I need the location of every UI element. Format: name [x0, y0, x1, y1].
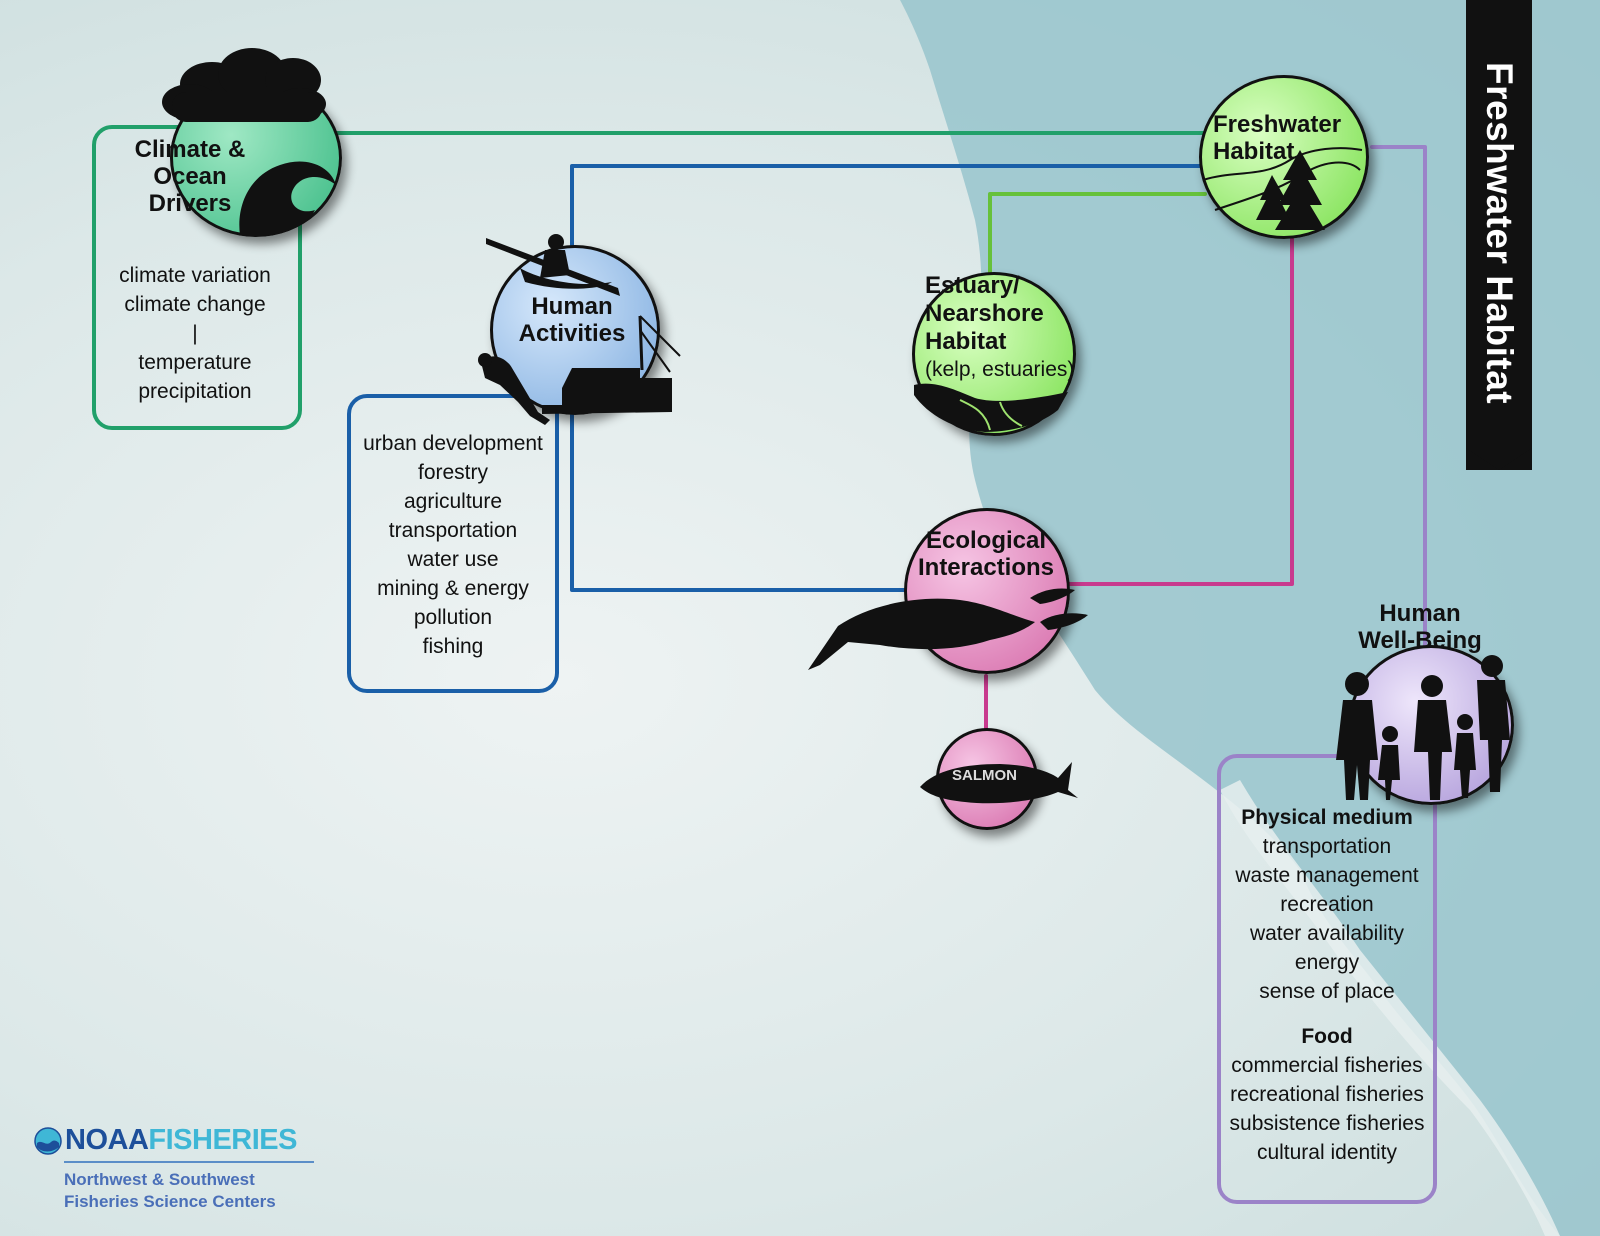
link-estuary-freshwater [988, 192, 1207, 277]
list-item: climate variation [119, 264, 271, 287]
climate-title-line2: Ocean Drivers [148, 162, 232, 217]
list-item: water availability [1249, 922, 1405, 945]
climate-list: climate variation climate change | tempe… [100, 261, 290, 406]
list-item: | [192, 322, 198, 345]
noaa-emblem-icon [34, 1126, 62, 1155]
logo-name-part2: FISHERIES [148, 1124, 297, 1156]
list-item: pollution [413, 606, 493, 629]
wellbeing-title-line2: Well-Being [1358, 626, 1482, 654]
estuary-title-line2: Nearshore [925, 300, 1044, 327]
list-item: waste management [1235, 864, 1419, 887]
climate-node-title: Climate & Ocean Drivers [110, 136, 270, 218]
list-item: transportation [388, 519, 518, 542]
link-human-ecological [570, 408, 907, 592]
section-banner [1466, 0, 1532, 470]
list-item: climate change [124, 293, 266, 316]
climate-title-line1: Climate & [134, 136, 246, 163]
wellbeing-title-line1: Human [1379, 600, 1461, 627]
human-activities-list-box [347, 394, 559, 693]
banner-title: Freshwater Habitat [1479, 62, 1520, 405]
estuary-node-title: Estuary/ Nearshore Habitat (kelp, estuar… [925, 272, 1074, 384]
cloud-and-wave-icon [162, 48, 336, 237]
logo-wordmark: NOAAFISHERIES [65, 1124, 297, 1157]
list-item: temperature [138, 351, 252, 374]
kayaker-diver-boat-icon [478, 234, 681, 425]
link-freshwater-ecological [1063, 230, 1294, 586]
salmon-icon [920, 762, 1078, 804]
estuary-title-line1: Estuary/ [925, 272, 1020, 299]
list-item: recreational fisheries [1230, 1083, 1424, 1106]
logo-line2: Fisheries Science Centers [64, 1192, 276, 1211]
list-item: cultural identity [1256, 1141, 1398, 1164]
ecological-node-title: Ecological Interactions [904, 527, 1068, 582]
human-activities-node-title: Human Activities [510, 293, 634, 348]
logo-name-part1: NOAA [65, 1124, 149, 1156]
list-item: subsistence fisheries [1229, 1112, 1425, 1135]
list-item: transportation [1262, 835, 1392, 858]
freshwater-node-title: Freshwater Habitat [1213, 111, 1342, 166]
family-silhouette-icon [1336, 655, 1510, 800]
link-freshwater-wellbeing [1370, 145, 1427, 687]
human-activities-list: urban development forestry agriculture t… [353, 429, 553, 661]
estuary-subtitle: (kelp, estuaries) [925, 358, 1075, 381]
freshwater-title-line1: Freshwater [1213, 111, 1342, 138]
wellbeing-list: Physical medium transportation waste man… [1222, 803, 1432, 1167]
list-item: water use [407, 548, 499, 571]
wellbeing-group-physical-title: Physical medium [1241, 806, 1413, 829]
list-item: energy [1294, 951, 1360, 974]
list-item: mining & energy [377, 577, 529, 600]
logo-line1: Northwest & Southwest [64, 1170, 255, 1189]
list-item: precipitation [138, 380, 252, 403]
list-item: forestry [417, 461, 488, 484]
list-item: recreation [1280, 893, 1374, 916]
list-item: urban development [363, 432, 543, 455]
list-item: commercial fisheries [1231, 1054, 1423, 1077]
fish-icon [808, 588, 1088, 670]
ecological-title-line2: Interactions [917, 553, 1055, 581]
wellbeing-list-box [1217, 754, 1437, 1204]
wellbeing-group-food-title: Food [1301, 1025, 1353, 1048]
human-activities-title-line1: Human [531, 293, 613, 320]
freshwater-title-line2: Habitat [1213, 137, 1295, 165]
river-delta-icon [914, 383, 1068, 432]
ecological-title-line1: Ecological [925, 527, 1047, 554]
salmon-label: SALMON [952, 767, 1017, 784]
link-human-freshwater [570, 164, 1207, 257]
logo-divider [64, 1161, 314, 1163]
pine-trees-icon [1202, 147, 1363, 230]
list-item: sense of place [1259, 980, 1395, 1003]
list-item: agriculture [403, 490, 503, 513]
river-channel [1220, 780, 1560, 1236]
human-activities-title-line2: Activities [518, 319, 626, 347]
noaa-fisheries-logo: NOAAFISHERIES Northwest & Southwest Fish… [34, 1124, 314, 1213]
wellbeing-node-title: Human Well-Being [1350, 600, 1490, 655]
list-item: fishing [422, 635, 484, 658]
estuary-title-line3: Habitat [925, 328, 1007, 355]
banner-arrow-tip [1466, 448, 1532, 470]
